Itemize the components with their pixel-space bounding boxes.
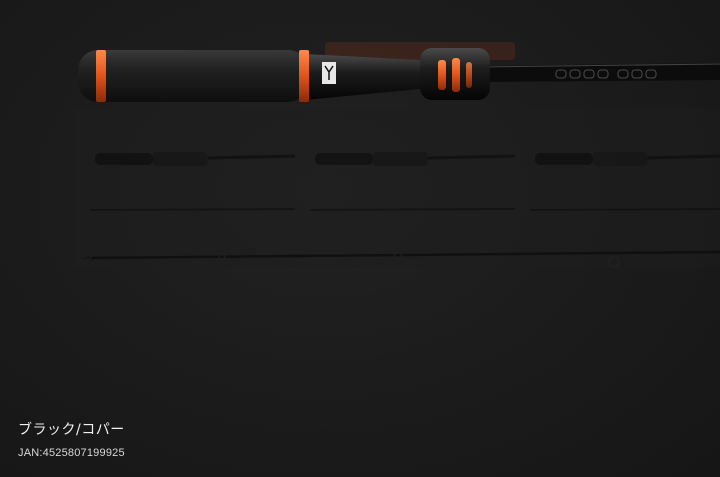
rod-main [78, 48, 720, 102]
copper-ring-back [96, 50, 106, 102]
deer-emblem-icon [322, 62, 336, 84]
line-guide-1 [84, 252, 92, 260]
line-guide-3 [393, 251, 403, 261]
blank-print-decoration [555, 69, 657, 79]
line-guide-2 [218, 252, 226, 260]
rod-grip [78, 50, 308, 102]
line-guide-4 [608, 256, 620, 268]
rod-tip-row [89, 208, 720, 211]
background-panel [74, 108, 720, 268]
color-variant-label: ブラック/コパー [18, 422, 125, 438]
rod-section-row [95, 152, 720, 166]
rod-full-length [83, 250, 720, 268]
rod-section-1 [95, 152, 296, 166]
product-caption: ブラック/コパー JAN:4525807199925 [18, 419, 125, 459]
rod-section-2 [315, 152, 516, 166]
copper-ring-front [299, 50, 309, 102]
rod-section-3 [535, 152, 720, 166]
jan-code: JAN:4525807199925 [18, 447, 125, 459]
